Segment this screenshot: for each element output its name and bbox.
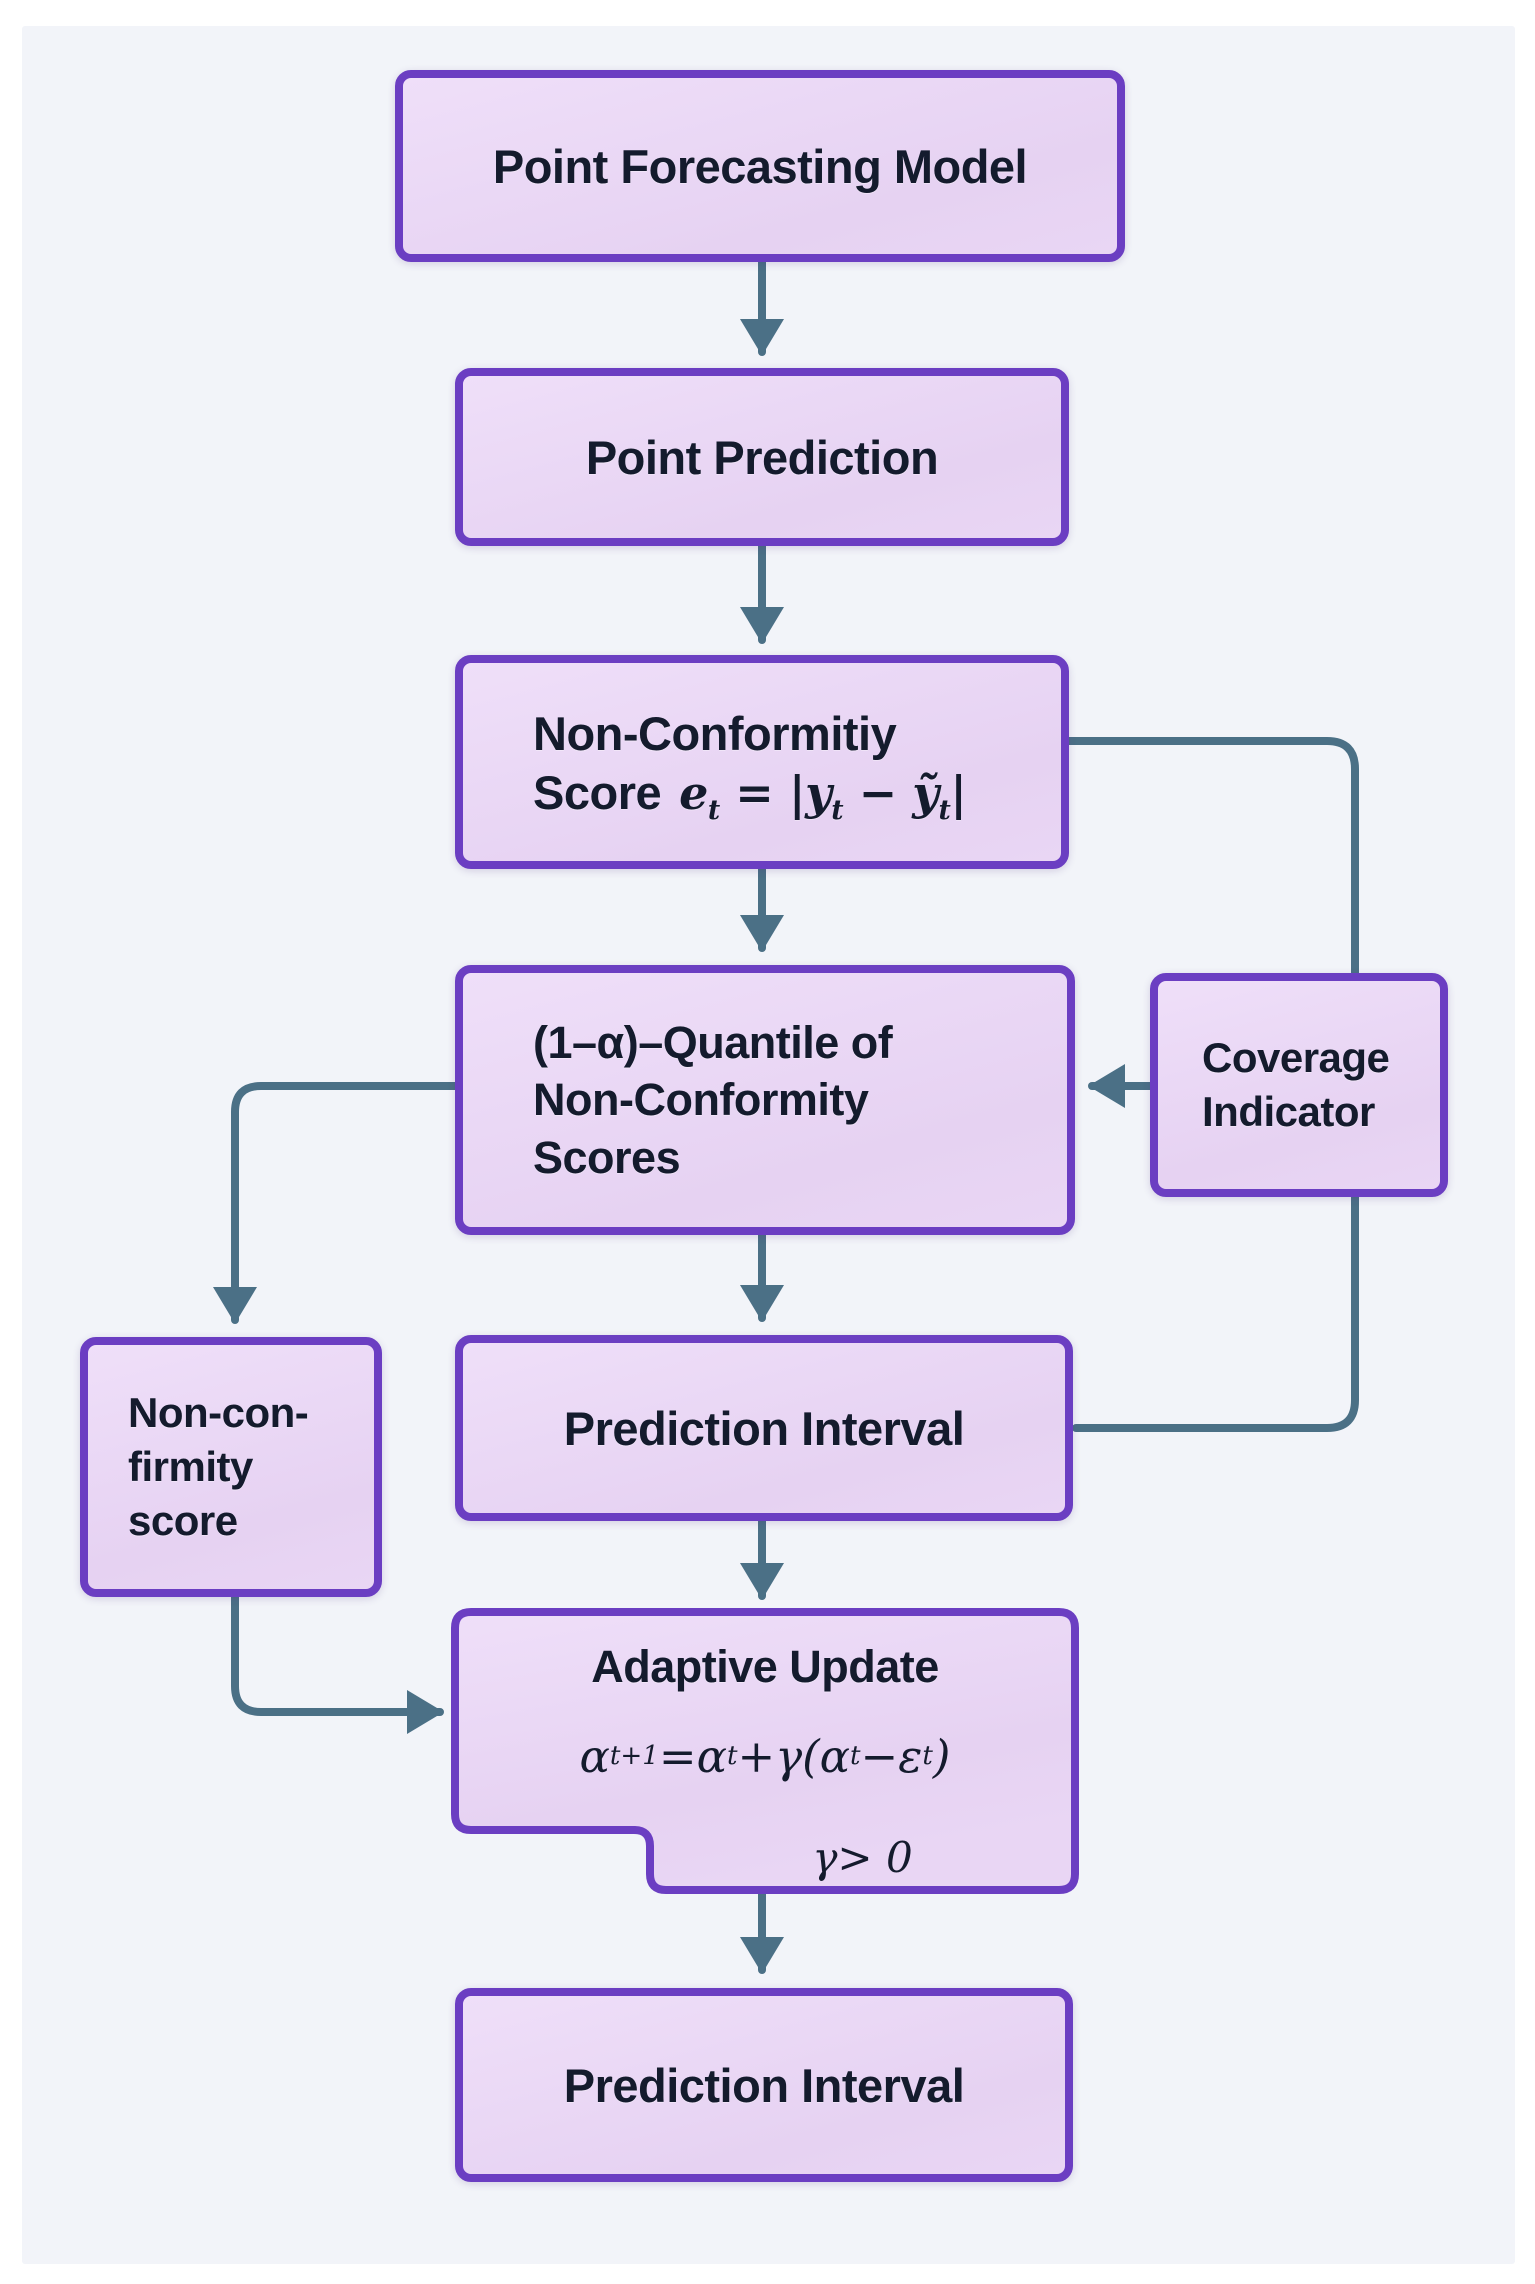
coverage-line-1: Coverage [1202,1034,1390,1082]
quantile-line-2: Non-Conformity [533,1074,869,1126]
nonconfirmity-line-1: Non-con- [128,1389,309,1437]
node-quantile: (1–α)–Quantile of Non-Conformity Scores [455,965,1075,1235]
node-prediction-interval-bottom: Prediction Interval [455,1988,1073,2182]
quantile-line-3: Scores [533,1131,681,1183]
quantile-line-1: (1–α)–Quantile of [533,1016,893,1068]
score-formula: et = |yt − ỹt| [679,765,967,826]
node-label: Prediction Interval [563,1401,965,1455]
node-adaptive-update-shape [451,1608,1079,1894]
node-label-line2: Score et = |yt − ỹt| [533,765,967,826]
node-label: Point Forecasting Model [492,139,1028,193]
node-nonconformity-score: Non-Conformitiy Score et = |yt − ỹt| [455,655,1069,869]
node-point-prediction: Point Prediction [455,368,1069,546]
node-label: Prediction Interval [563,2058,965,2112]
node-point-forecasting-model: Point Forecasting Model [395,70,1125,262]
node-label: Point Prediction [585,430,939,484]
coverage-line-2: Indicator [1202,1088,1375,1135]
adaptive-update-condition: γ > 0 [812,1832,913,1882]
arrow-quantile-to-nonconfirmity [212,1082,459,1324]
node-coverage-indicator: Coverage Indicator [1150,973,1448,1197]
arrow-nonconfirmity-to-update [231,1593,444,1735]
nonconfirmity-line-3: score [128,1496,238,1544]
score-word: Score [533,765,662,819]
nonconfirmity-line-2: firmity [128,1443,253,1491]
node-label-line1: Non-Conformitiy [533,707,897,761]
adaptive-update-title: Adaptive Update [591,1641,939,1692]
node-nonconfirmity-score: Non-con- firmity score [80,1337,382,1597]
node-prediction-interval-mid: Prediction Interval [455,1335,1073,1521]
